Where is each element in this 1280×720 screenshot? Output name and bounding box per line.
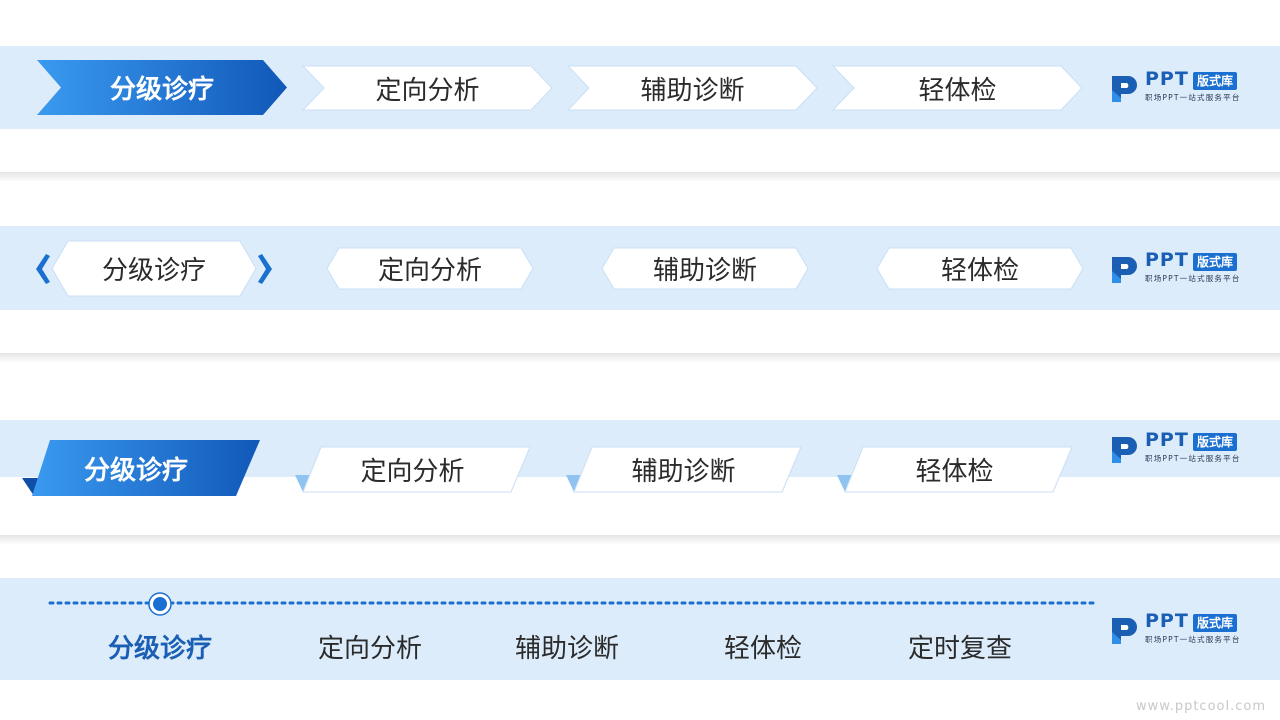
logo-slogan: 职场PPT一站式服务平台 [1145, 274, 1241, 283]
watermark: www.pptcool.com [1135, 699, 1266, 714]
logo-slogan: 职场PPT一站式服务平台 [1145, 93, 1241, 102]
logo-badge: 版式库 [1193, 72, 1238, 90]
nav2-tab-graded-treatment[interactable]: 分级诊疗 [51, 240, 257, 297]
p-logo-icon [1112, 437, 1137, 463]
nav4-tab-assisted-diagnosis[interactable]: 辅助诊断 [514, 634, 619, 664]
nav3-tab-label: 轻体检 [915, 457, 994, 487]
chevron-right-icon[interactable] [256, 252, 278, 286]
nav3-tab-label: 分级诊疗 [83, 455, 188, 486]
divider-1 [0, 172, 1280, 182]
nav2-tab-light-checkup[interactable]: 轻体检 [876, 247, 1084, 290]
p-logo-icon [1112, 76, 1137, 102]
nav1-tab-label: 定向分析 [375, 75, 480, 106]
nav1-tab-label: 轻体检 [918, 75, 997, 106]
chevron-left-icon[interactable] [30, 252, 52, 286]
nav2-tab-label: 定向分析 [377, 256, 482, 286]
nav1-tab-graded-treatment[interactable]: 分级诊疗 [37, 60, 287, 115]
nav2-tab-label: 轻体检 [940, 256, 1019, 286]
nav1-tab-label: 辅助诊断 [640, 75, 745, 106]
nav4-tab-graded-treatment[interactable]: 分级诊疗 [107, 634, 212, 664]
logo-brand: PPT [1145, 249, 1189, 271]
nav1-tab-light-checkup[interactable]: 轻体检 [831, 65, 1083, 111]
logo-brand: PPT [1145, 429, 1189, 451]
timeline-current-marker[interactable] [147, 592, 173, 616]
nav4-tab-light-checkup[interactable]: 轻体检 [723, 634, 802, 664]
logo-slogan: 职场PPT一站式服务平台 [1145, 635, 1241, 644]
nav1-tab-label: 分级诊疗 [109, 75, 214, 105]
logo-badge: 版式库 [1193, 433, 1238, 451]
nav1-tab-assisted-diagnosis[interactable]: 辅助诊断 [566, 65, 818, 111]
p-logo-icon [1112, 618, 1137, 644]
logo-slogan: 职场PPT一站式服务平台 [1145, 454, 1241, 463]
divider-2 [0, 353, 1280, 363]
nav2-tab-label: 辅助诊断 [652, 256, 757, 286]
nav3-tab-graded-treatment[interactable]: 分级诊疗 [22, 440, 260, 496]
nav4-tab-targeted-analysis[interactable]: 定向分析 [317, 634, 422, 664]
p-logo-icon [1112, 257, 1137, 283]
divider-3 [0, 535, 1280, 545]
nav2-tab-label: 分级诊疗 [101, 256, 206, 286]
nav2-tab-assisted-diagnosis[interactable]: 辅助诊断 [601, 247, 809, 290]
brand-logo: PPT 版式库 职场PPT一站式服务平台 [1110, 429, 1246, 467]
nav3-tab-light-checkup[interactable]: 轻体检 [837, 446, 1073, 493]
brand-logo: PPT 版式库 职场PPT一站式服务平台 [1110, 249, 1246, 287]
nav1-tab-targeted-analysis[interactable]: 定向分析 [301, 65, 553, 111]
logo-brand: PPT [1145, 68, 1189, 90]
timeline-dotted-line [48, 601, 1096, 605]
brand-logo: PPT 版式库 职场PPT一站式服务平台 [1110, 68, 1246, 106]
nav2-tab-targeted-analysis[interactable]: 定向分析 [326, 247, 534, 290]
timeline-band [0, 578, 1280, 680]
logo-badge: 版式库 [1193, 614, 1238, 632]
brand-logo: PPT 版式库 职场PPT一站式服务平台 [1110, 610, 1246, 648]
nav3-tab-label: 定向分析 [360, 457, 465, 487]
nav3-tab-assisted-diagnosis[interactable]: 辅助诊断 [566, 446, 802, 493]
nav3-tab-targeted-analysis[interactable]: 定向分析 [295, 446, 531, 493]
logo-brand: PPT [1145, 610, 1189, 632]
logo-badge: 版式库 [1193, 253, 1238, 271]
nav4-tab-scheduled-review[interactable]: 定时复查 [907, 634, 1012, 664]
nav3-tab-label: 辅助诊断 [631, 457, 736, 487]
